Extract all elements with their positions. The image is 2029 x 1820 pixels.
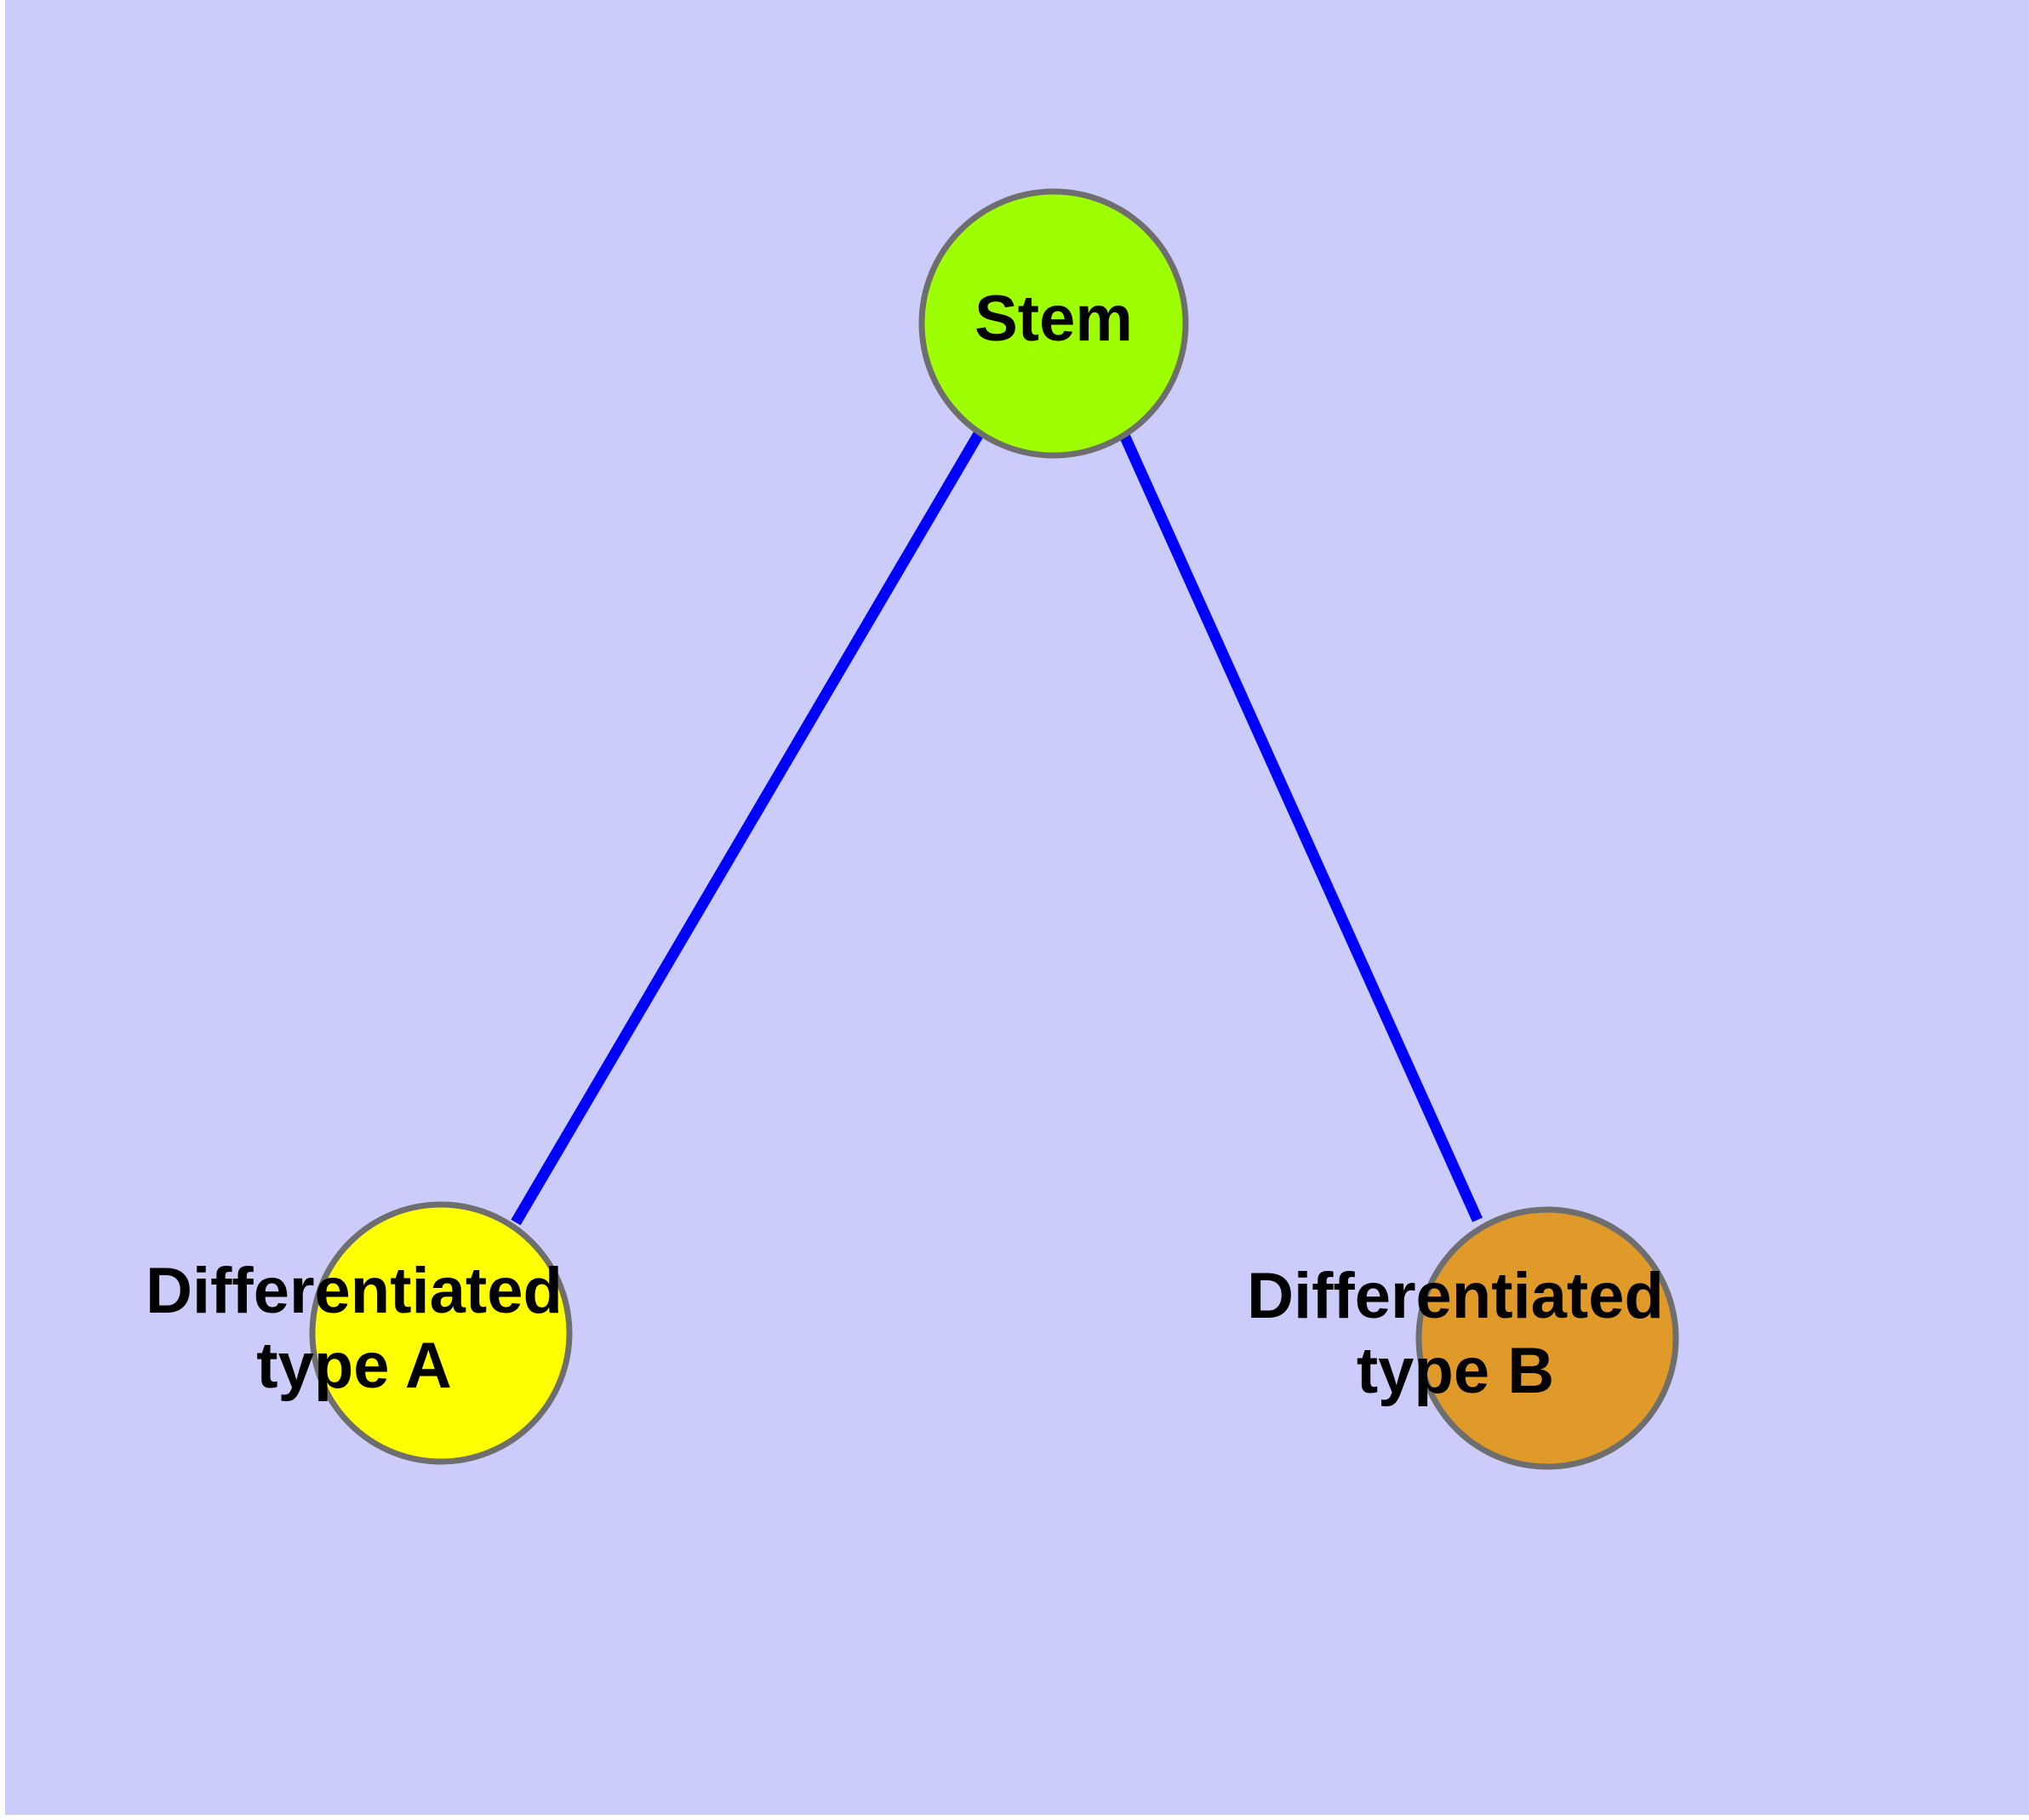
node-circle-diff-b[interactable]	[1415, 1206, 1679, 1470]
node-label-line: Differentiated	[146, 1255, 563, 1327]
edges-group	[511, 429, 1483, 1226]
node-circle-stem[interactable]	[918, 188, 1189, 459]
node-label-line: Differentiated	[1247, 1260, 1664, 1332]
node-label-line: Stem	[974, 283, 1133, 355]
node-label-line: type B	[1357, 1335, 1554, 1407]
node-stem[interactable]: Stem	[918, 188, 1189, 459]
edge-stem-to-diff-a	[511, 429, 985, 1226]
node-circle-diff-a[interactable]	[309, 1201, 573, 1465]
node-label-line: type A	[256, 1330, 451, 1402]
edge-stem-to-diff-b	[1118, 431, 1483, 1222]
node-label-stem: Stem	[974, 283, 1133, 355]
